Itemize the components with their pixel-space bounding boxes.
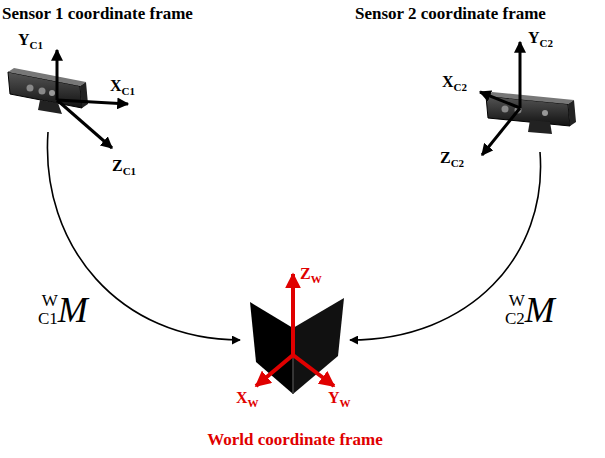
axis-letter: Z xyxy=(112,157,123,174)
axis-label: XC1 xyxy=(110,78,135,97)
axis-subscript: C1 xyxy=(123,165,136,177)
axis-subscript: C2 xyxy=(454,81,467,93)
axis-label: ZW xyxy=(300,266,322,285)
sensor-2-axes xyxy=(480,42,520,155)
axis-label: YC2 xyxy=(528,30,553,49)
axis-subscript: C1 xyxy=(122,85,135,97)
frame-heading: Sensor 1 coordinate frame xyxy=(2,4,242,24)
world-frame: World coordinate frame xyxy=(240,290,350,400)
axis-label: ZC2 xyxy=(440,150,464,169)
axis-subscript: W xyxy=(311,273,322,285)
superscript: W xyxy=(38,292,58,310)
transform-label: WC2M xyxy=(505,292,555,328)
sensor-1-axes xyxy=(57,50,128,148)
frame-indices: WC1 xyxy=(38,292,58,328)
axis-label: YW xyxy=(328,390,351,409)
axis-subscript: C2 xyxy=(540,37,553,49)
axis-label: ZC1 xyxy=(112,158,136,177)
axis-label: XW xyxy=(236,390,259,409)
axis-letter: Y xyxy=(528,29,540,46)
frame-heading: Sensor 2 coordinate frame xyxy=(355,4,603,24)
sensor-frame: Sensor 1 coordinate frame xyxy=(2,2,242,132)
axis-subscript: C1 xyxy=(30,39,43,51)
sensor-1-device xyxy=(8,68,88,114)
axis-subscript: W xyxy=(340,397,351,409)
axis-label: YC1 xyxy=(18,32,43,51)
world-axes xyxy=(256,274,334,386)
axis-letter: Y xyxy=(18,31,30,48)
transform-arrow xyxy=(47,132,240,340)
subscript: C2 xyxy=(505,310,525,328)
matrix-symbol: M xyxy=(525,292,555,328)
calibration-target xyxy=(250,298,344,394)
axis-letter: Z xyxy=(440,149,451,166)
axis-letter: X xyxy=(236,389,248,406)
axis-letter: Z xyxy=(300,265,311,282)
sensor-frame: Sensor 2 coordinate frame xyxy=(355,2,603,152)
axis-letter: Y xyxy=(328,389,340,406)
transform-arrow xyxy=(350,152,541,340)
axis-label: XC2 xyxy=(442,74,467,93)
axis-letter: X xyxy=(442,73,454,90)
frame-heading: World coordinate frame xyxy=(160,430,430,450)
axis-letter: X xyxy=(110,77,122,94)
axis-subscript: C2 xyxy=(451,157,464,169)
axis-subscript: W xyxy=(248,397,259,409)
transform-label: WC1M xyxy=(38,292,88,328)
subscript: C1 xyxy=(38,310,58,328)
matrix-symbol: M xyxy=(58,292,88,328)
frame-indices: WC2 xyxy=(505,292,525,328)
superscript: W xyxy=(505,292,525,310)
